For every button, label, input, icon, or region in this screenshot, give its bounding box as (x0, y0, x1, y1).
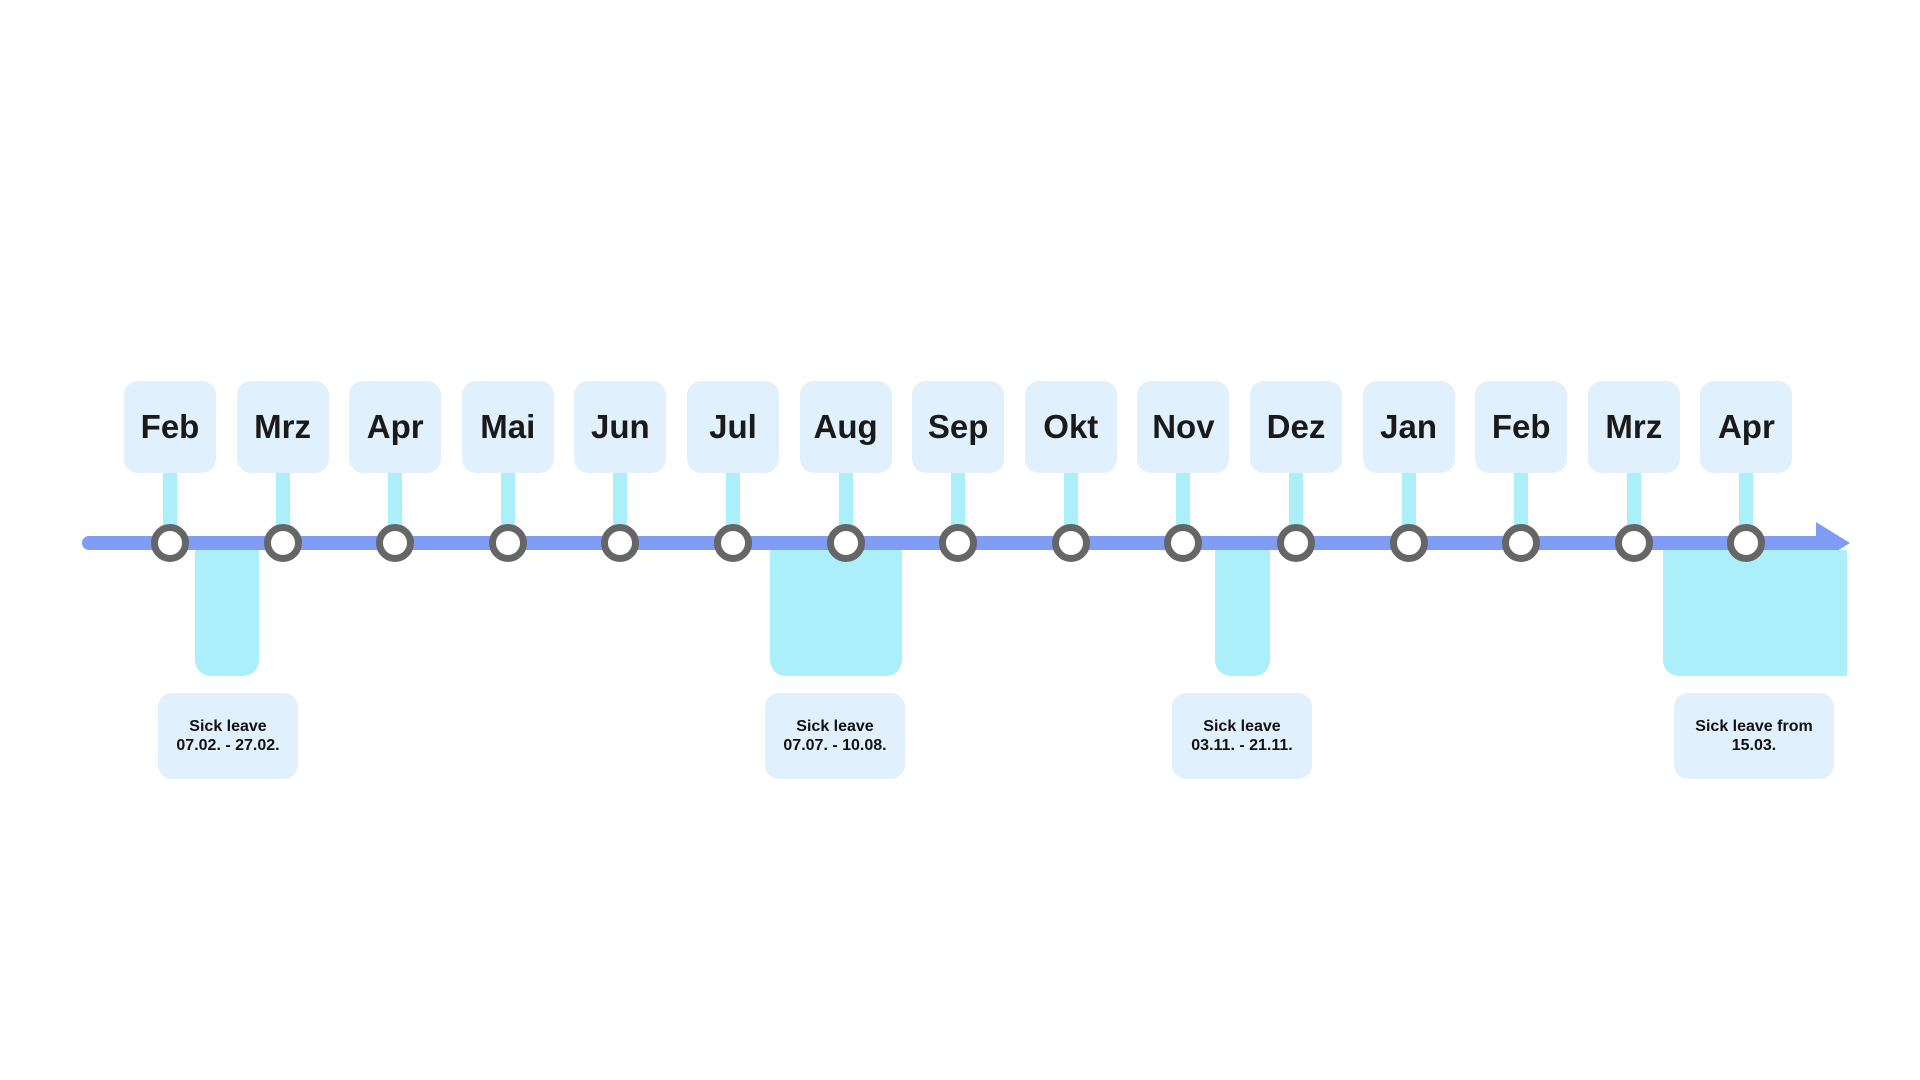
month-node (1389, 524, 1428, 562)
sick-leave-title: Sick leave (796, 718, 874, 735)
month-stem (838, 470, 853, 540)
month-label: Mrz (236, 381, 329, 473)
sick-leave-dates: 03.11. - 21.11. (1191, 737, 1293, 754)
sick-leave-dates: 07.02. - 27.02. (176, 737, 280, 754)
month-label: Mrz (1587, 381, 1680, 473)
month-label: Jan (1362, 381, 1455, 473)
month-stem (388, 470, 403, 540)
month-stem (1626, 470, 1641, 540)
month-node (488, 524, 527, 562)
month-node (601, 524, 640, 562)
sick-leave-bar (1663, 550, 1847, 676)
sick-leave-bar (195, 550, 259, 676)
sick-leave-note: Sick leave 07.07. - 10.08. (765, 693, 905, 779)
month-stem (613, 470, 628, 540)
month-node (263, 524, 302, 562)
month-label: Dez (1250, 381, 1342, 473)
sick-leave-title: Sick leave (189, 718, 267, 735)
month-stem (1176, 470, 1191, 540)
month-stem (1063, 470, 1078, 540)
month-label: Aug (799, 381, 892, 473)
month-label: Sep (912, 381, 1005, 473)
month-label: Apr (349, 381, 442, 473)
month-stem (1289, 470, 1303, 540)
month-label: Feb (1475, 381, 1568, 473)
month-node (151, 524, 189, 562)
month-stem (1739, 470, 1754, 540)
month-label: Apr (1700, 381, 1793, 473)
sick-leave-dates: 15.03. (1731, 737, 1777, 754)
month-label: Okt (1024, 381, 1117, 473)
sick-leave-note: Sick leave 03.11. - 21.11. (1172, 693, 1312, 779)
month-stem (163, 470, 177, 540)
month-node (1614, 524, 1653, 562)
sick-leave-bar (1215, 550, 1270, 676)
month-label: Mai (461, 381, 554, 473)
month-stem (500, 470, 515, 540)
month-node (826, 524, 865, 562)
month-stem (1401, 470, 1416, 540)
month-label: Feb (124, 381, 216, 473)
month-label: Nov (1137, 381, 1230, 473)
month-node (714, 524, 752, 562)
month-node (1502, 524, 1541, 562)
month-stem (1514, 470, 1529, 540)
month-stem (951, 470, 966, 540)
sick-leave-bar (770, 550, 902, 676)
sick-leave-note: Sick leave from 15.03. (1674, 693, 1834, 779)
month-stem (726, 470, 740, 540)
sick-leave-title: Sick leave from (1695, 718, 1813, 735)
month-label: Jul (687, 381, 779, 473)
month-stem (275, 470, 290, 540)
month-node (1727, 524, 1766, 562)
month-node (939, 524, 978, 562)
sick-leave-dates: 07.07. - 10.08. (783, 737, 887, 754)
sick-leave-note: Sick leave 07.02. - 27.02. (158, 693, 298, 779)
month-node (1164, 524, 1203, 562)
sick-leave-title: Sick leave (1203, 718, 1281, 735)
month-node (1051, 524, 1090, 562)
month-node (376, 524, 415, 562)
month-node (1277, 524, 1315, 562)
month-label: Jun (574, 381, 667, 473)
